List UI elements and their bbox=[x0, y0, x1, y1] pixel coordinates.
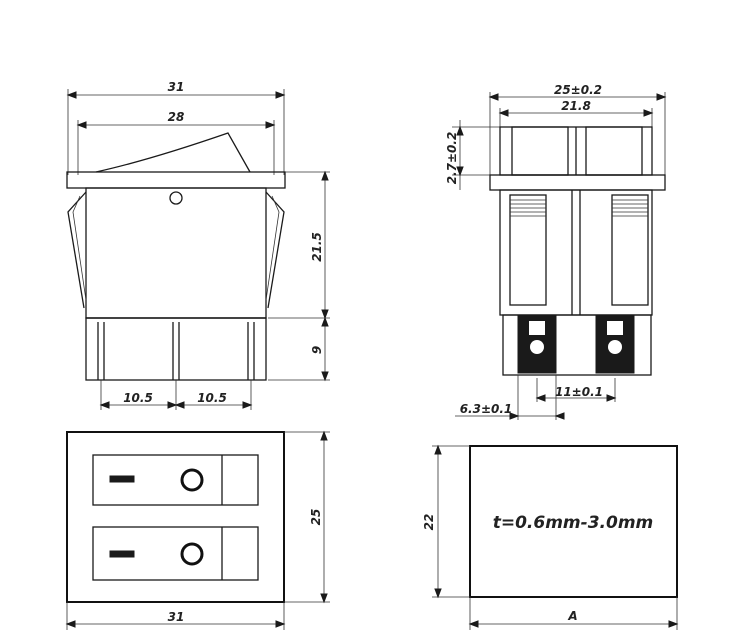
switch-body bbox=[85, 187, 267, 319]
dim-cutout-height: 22 bbox=[422, 514, 436, 531]
dim-width-inner: 21.8 bbox=[561, 99, 591, 113]
dim-width-rocker: 28 bbox=[168, 110, 185, 124]
side-view: 25±0.2 21.8 2.7±0.2 bbox=[445, 83, 667, 420]
front-view: 31 28 bbox=[66, 80, 330, 410]
right-clip bbox=[265, 191, 285, 309]
dim-flange-height: 2.7±0.2 bbox=[445, 132, 459, 185]
rocker-top-2 bbox=[92, 526, 259, 581]
dim-width-outer: 25±0.2 bbox=[554, 83, 602, 97]
terminal-block bbox=[85, 317, 267, 381]
dim-height-terminals: 9 bbox=[310, 346, 324, 354]
left-clip bbox=[67, 191, 87, 309]
cutout-outline bbox=[469, 445, 678, 598]
dim-terminal-width: 6.3±0.1 bbox=[460, 402, 513, 416]
thickness-note: t=0.6mm-3.0mm bbox=[493, 513, 654, 533]
panel-cutout: t=0.6mm-3.0mm 22 A bbox=[422, 444, 679, 630]
dim-pitch-right: 10.5 bbox=[197, 391, 227, 405]
top-view: 25 31 bbox=[65, 430, 330, 630]
top-view-outline bbox=[66, 431, 285, 603]
off-mark-2 bbox=[109, 550, 135, 558]
rocker-button bbox=[95, 132, 251, 173]
dim-top-height: 25 bbox=[309, 509, 323, 526]
indicator-hole bbox=[169, 191, 183, 205]
dim-top-width: 31 bbox=[168, 610, 185, 624]
side-flange bbox=[489, 174, 666, 191]
dim-pitch-left: 10.5 bbox=[123, 391, 153, 405]
rocker-top-1 bbox=[92, 454, 259, 506]
on-mark-2 bbox=[180, 542, 204, 566]
bezel-flange bbox=[66, 171, 286, 189]
off-mark-1 bbox=[109, 475, 135, 483]
on-mark-1 bbox=[180, 468, 204, 492]
dim-width-total: 31 bbox=[168, 80, 185, 94]
dim-cutout-width: A bbox=[567, 609, 577, 623]
dim-height-body: 21.5 bbox=[310, 232, 324, 262]
side-body bbox=[499, 189, 653, 316]
dim-terminal-pitch: 11±0.1 bbox=[555, 385, 603, 399]
